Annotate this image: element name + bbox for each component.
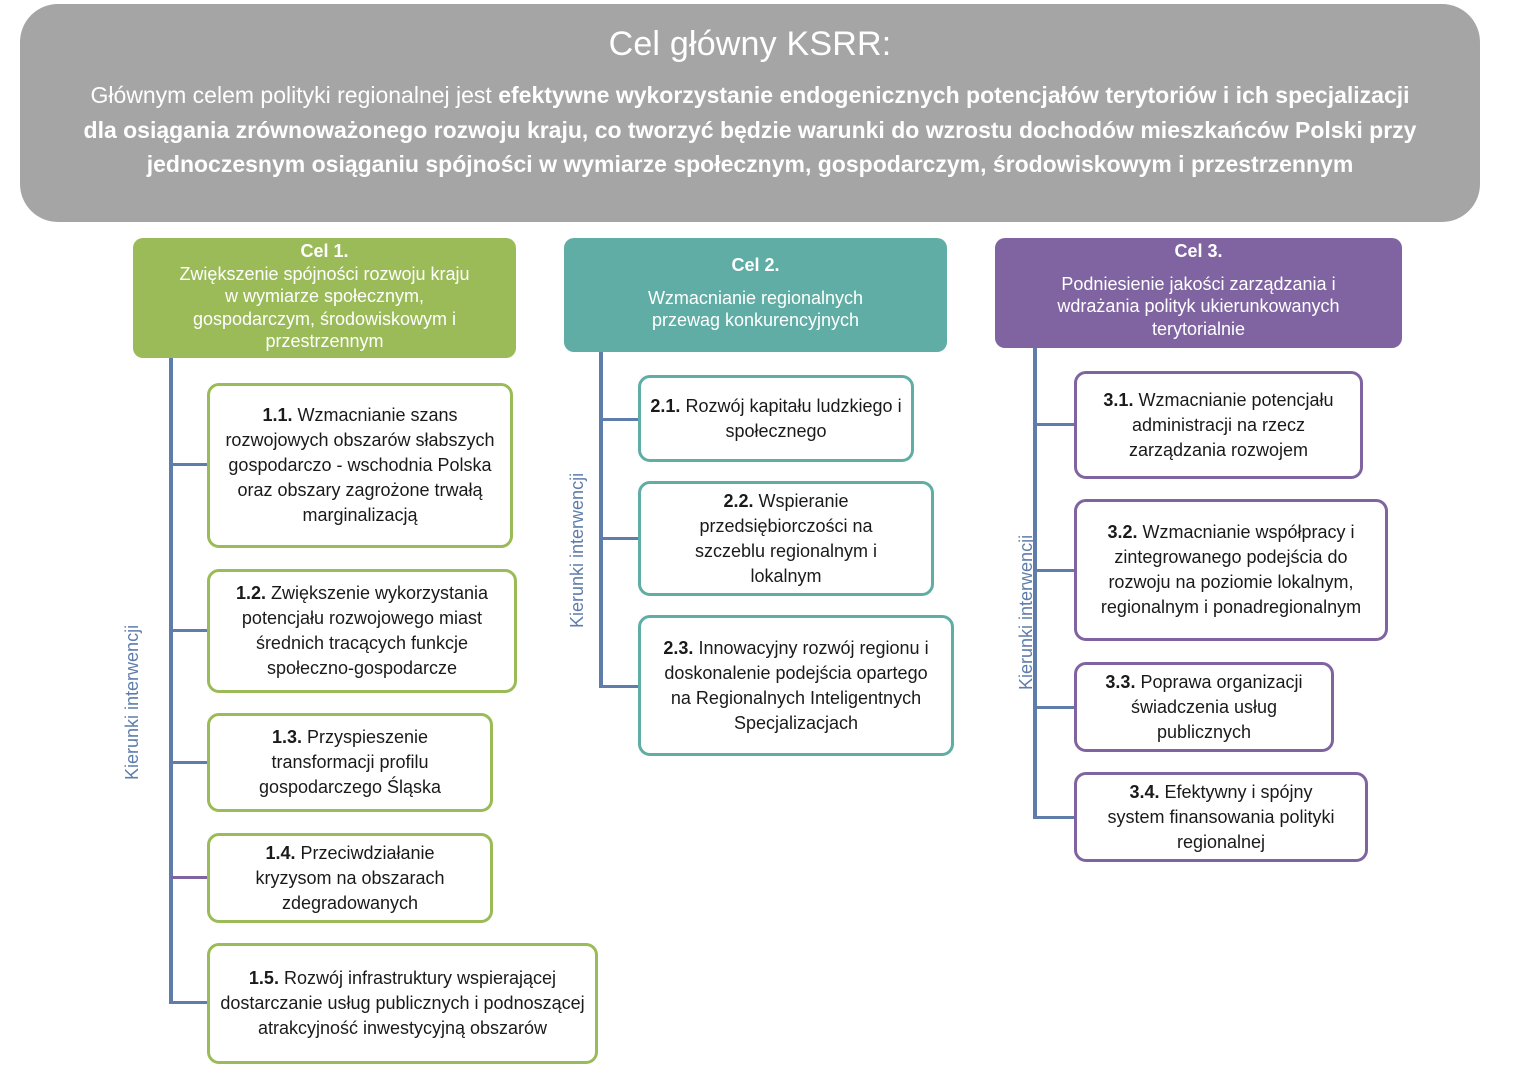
goal-3-box: Cel 3. Podniesienie jakości zarządzania … bbox=[995, 238, 1402, 348]
goal-1-connector-branch bbox=[171, 1001, 208, 1004]
direction-number: 2.2. bbox=[723, 490, 754, 511]
direction-1-4: 1.4. Przeciwdziałanie kryzysom na obszar… bbox=[207, 833, 493, 923]
direction-3-3: 3.3. Poprawa organizacji świadczenia usł… bbox=[1074, 662, 1334, 752]
direction-text: Zwiększenie wykorzystania potencjału roz… bbox=[241, 583, 489, 678]
direction-number: 1.5. bbox=[248, 968, 279, 988]
goal-2-connector-trunk bbox=[599, 352, 603, 688]
direction-text: Poprawa organizacji świadczenia usług pu… bbox=[1130, 671, 1303, 742]
direction-number: 3.2. bbox=[1107, 522, 1138, 542]
direction-number: 3.3. bbox=[1105, 671, 1136, 692]
direction-number: 1.4. bbox=[265, 842, 296, 863]
direction-text: Wspieranie przedsiębiorczości na szczebl… bbox=[694, 490, 878, 586]
goal-1-number: Cel 1. bbox=[300, 241, 349, 261]
direction-2-1: 2.1. Rozwój kapitału ludzkiego i społecz… bbox=[638, 375, 914, 462]
direction-2-3: 2.3. Innowacyjny rozwój regionu i doskon… bbox=[638, 615, 954, 756]
goal-1-axis-label: Kierunki interwencji bbox=[122, 624, 142, 780]
goal-2-box: Cel 2. Wzmacnianie regionalnych przewag … bbox=[564, 238, 947, 352]
direction-text: Przyspieszenie transformacji profilu gos… bbox=[258, 727, 442, 797]
main-goal-box: Cel główny KSRR: Głównym celem polityki … bbox=[20, 4, 1480, 222]
direction-number: 3.1. bbox=[1103, 389, 1134, 410]
goal-2-connector-branch bbox=[601, 685, 639, 688]
direction-3-1: 3.1. Wzmacnianie potencjału administracj… bbox=[1074, 371, 1363, 479]
goal-3-connector-branch bbox=[1035, 423, 1075, 426]
direction-text: Przeciwdziałanie kryzysom na obszarach z… bbox=[255, 842, 445, 913]
goal-3-connector-branch bbox=[1035, 816, 1075, 819]
goal-3-connector-branch bbox=[1035, 706, 1075, 709]
direction-number: 2.1. bbox=[650, 395, 681, 416]
direction-number: 1.1. bbox=[262, 405, 293, 425]
goal-2-connector-branch bbox=[601, 418, 639, 421]
goal-1-connector-branch bbox=[171, 629, 208, 632]
direction-number: 1.3. bbox=[271, 727, 302, 747]
direction-text: Wzmacnianie współpracy i zintegrowanego … bbox=[1100, 522, 1362, 617]
goal-3-connector-branch bbox=[1035, 569, 1075, 572]
goal-1-connector-branch bbox=[171, 463, 208, 466]
direction-text: Rozwój infrastruktury wspierającej dosta… bbox=[220, 968, 585, 1038]
main-goal-description-bold: efektywne wykorzystanie endogenicznych p… bbox=[83, 82, 1417, 177]
direction-3-4: 3.4. Efektywny i spójny system finansowa… bbox=[1074, 772, 1368, 862]
main-goal-title: Cel główny KSRR: bbox=[608, 25, 892, 63]
goal-1-box: Cel 1. Zwiększenie spójności rozwoju kra… bbox=[133, 238, 516, 358]
goal-1-connector-branch bbox=[171, 761, 208, 764]
goal-3-title: Podniesienie jakości zarządzania i wdraż… bbox=[1057, 273, 1340, 339]
direction-text: Wzmacnianie potencjału administracji na … bbox=[1128, 389, 1334, 460]
goal-1-connector-branch bbox=[171, 876, 208, 879]
main-goal-description: Głównym celem polityki regionalnej jest … bbox=[80, 78, 1420, 182]
direction-text: Efektywny i spójny system finansowania p… bbox=[1107, 781, 1335, 852]
direction-1-5: 1.5. Rozwój infrastruktury wspierającej … bbox=[207, 943, 598, 1064]
goal-1-connector-trunk bbox=[169, 358, 173, 1004]
goal-3-connector-trunk bbox=[1033, 348, 1037, 819]
direction-number: 2.3. bbox=[663, 637, 694, 658]
goal-2-connector-branch bbox=[601, 537, 639, 540]
goal-2-axis-label: Kierunki interwencji bbox=[567, 472, 587, 628]
goal-2-title: Wzmacnianie regionalnych przewag konkure… bbox=[647, 287, 864, 331]
direction-number: 3.4. bbox=[1129, 781, 1160, 802]
direction-1-3: 1.3. Przyspieszenie transformacji profil… bbox=[207, 713, 493, 812]
main-goal-description-plain: Głównym celem polityki regionalnej jest bbox=[90, 82, 499, 108]
direction-number: 1.2. bbox=[235, 583, 266, 603]
direction-3-2: 3.2. Wzmacnianie współpracy i zintegrowa… bbox=[1074, 499, 1388, 641]
goal-1-title: Zwiększenie spójności rozwoju kraju w wy… bbox=[179, 263, 470, 352]
direction-text: Innowacyjny rozwój regionu i doskonaleni… bbox=[664, 637, 929, 733]
goal-3-axis-label: Kierunki interwencji bbox=[1016, 534, 1036, 690]
direction-2-2: 2.2. Wspieranie przedsiębiorczości na sz… bbox=[638, 481, 934, 596]
direction-text: Rozwój kapitału ludzkiego i społecznego bbox=[685, 395, 902, 441]
direction-1-1: 1.1. Wzmacnianie szans rozwojowych obsza… bbox=[207, 383, 513, 548]
goal-2-number: Cel 2. bbox=[731, 255, 780, 275]
direction-text: Wzmacnianie szans rozwojowych obszarów s… bbox=[225, 405, 495, 525]
goal-3-number: Cel 3. bbox=[1174, 241, 1223, 261]
direction-1-2: 1.2. Zwiększenie wykorzystania potencjał… bbox=[207, 569, 517, 693]
